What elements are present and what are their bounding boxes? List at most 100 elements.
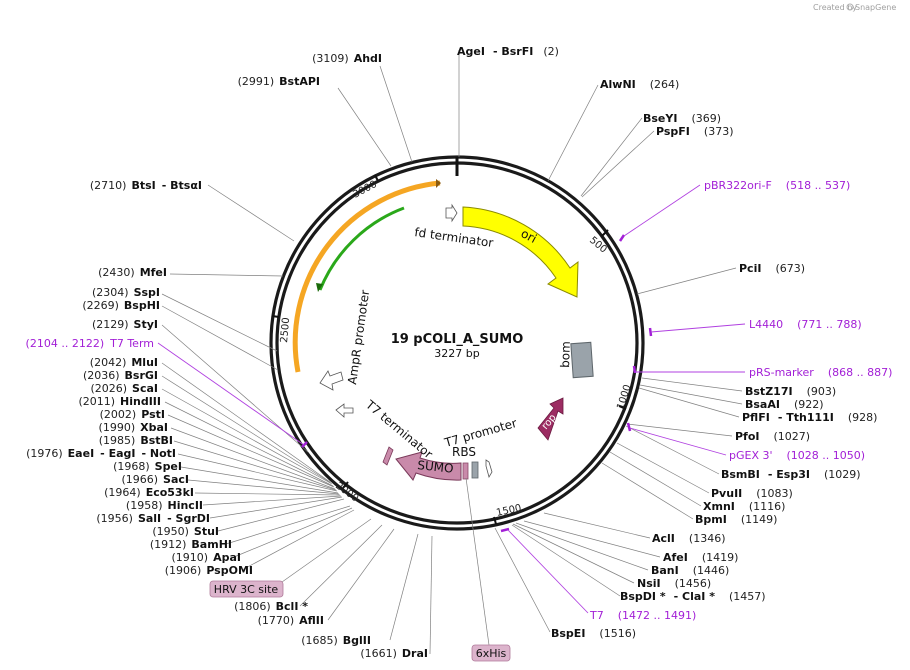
fd-terminator-arrow[interactable] [445,203,458,223]
site-bstz17i[interactable]: BstZ17I(903) [745,385,836,398]
site-xmni[interactable]: XmnI(1116) [703,500,785,513]
leader-bstz17i [641,377,743,392]
t7-promoter-arrow[interactable] [485,459,493,479]
site-bspdi[interactable]: BspDI *- ClaI *(1457) [620,590,766,603]
site-eaei[interactable]: (1976)EaeI- EagI- NotI [26,447,176,460]
site-hincii[interactable]: (1958)HincII [126,499,203,512]
leader-pcii [636,267,737,295]
site-sali[interactable]: (1956)SalI- SgrDI [96,512,210,525]
site-pspfi[interactable]: PspFI(373) [656,125,734,138]
tick-2000 [342,481,349,489]
primer-prsmarker[interactable]: pRS-marker(868 .. 887) [749,366,892,379]
rop-arrow[interactable] [537,397,564,441]
site-bani[interactable]: BanI(1446) [651,564,729,577]
site-apai[interactable]: (1910)ApaI [172,551,241,564]
ori-arrow[interactable] [462,206,579,298]
ampr-orange-arc[interactable] [292,180,441,373]
site-btsi[interactable]: (2710)BtsI- BtsαI [90,179,202,192]
primer-mark-pgex3 [626,422,632,432]
site-styi[interactable]: (2129)StyI [92,318,158,331]
site-pflfi[interactable]: PflFI- Tth111I(928) [742,411,877,424]
site-aflii[interactable]: (1770)AflII [258,614,324,627]
leader-bspei [494,527,551,633]
leader-bsaai [639,384,743,405]
site-eco53ki[interactable]: (1964)Eco53kI [104,486,194,499]
his-tag-badge[interactable] [471,644,511,662]
leader-bsphi [161,305,279,371]
site-sspi[interactable]: (2304)SspI [92,286,160,299]
primer-t7term[interactable]: (2104 .. 2122)T7 Term [26,337,154,350]
rbs-label: RBS [452,445,476,459]
site-bsaai[interactable]: BsaAI(922) [745,398,824,411]
primer-pbr322ori[interactable]: pBR322ori-F(518 .. 537) [704,179,850,192]
bom-box[interactable] [570,341,594,379]
primer-l4440[interactable]: L4440(771 .. 788) [749,318,862,331]
site-bsmbi[interactable]: BsmBI- Esp3I(1029) [721,468,861,481]
leader-bseyi [580,117,643,197]
site-mlui[interactable]: (2042)MluI [90,356,158,369]
site-scai[interactable]: (2026)ScaI [90,382,158,395]
site-bcli[interactable]: (1806)BclI * [234,600,308,613]
ampr-green-arc[interactable] [318,206,405,291]
site-psti[interactable]: (2002)PstI [100,408,165,421]
site-bsphi[interactable]: (2269)BspHI [82,299,160,312]
leader-pfoi [626,423,733,437]
ampr-green-arrowhead [316,283,323,292]
tick-label-1500: 1500 [495,503,522,519]
site-bstbi[interactable]: (1985)BstBI [99,434,173,447]
site-spei[interactable]: (1968)SpeI [113,460,182,473]
his-tag-box[interactable] [462,462,469,480]
site-bseyi[interactable]: BseYI(369) [643,112,721,125]
leader-ahdi [379,65,413,163]
leader-t7 [507,529,589,614]
site-pcii[interactable]: PciI(673) [739,262,805,275]
leader-btsi [207,184,295,242]
site-bpmi[interactable]: BpmI(1149) [695,513,777,526]
site-drai[interactable]: (1661)DraI [360,647,428,660]
site-pvuii[interactable]: PvuII(1083) [711,487,793,500]
leader-xbai [170,427,336,490]
leader-his [465,477,490,646]
tick-500 [601,229,609,237]
site-ahdi[interactable]: (3109)AhdI [312,52,382,65]
hrv-3c-site-badge[interactable] [209,580,284,598]
ampr-promoter-label: AmpR promoter [345,289,372,385]
site-labels-left: (3109)AhdI (2991)BstAPI (2710)BtsI- Btsα… [26,52,428,660]
site-hindiii[interactable]: (2011)HindIII [78,395,161,408]
leader-pgex3 [629,427,727,456]
leader-drai [429,535,433,655]
site-afei[interactable]: AfeI(1419) [663,551,738,564]
primer-pgex3[interactable]: pGEX 3'(1028 .. 1050) [729,449,865,462]
site-bamhi[interactable]: (1912)BamHI [150,538,232,551]
primer-mark-prsmarker [632,365,637,374]
site-nsii[interactable]: NsiI(1456) [637,577,711,590]
rbs-box[interactable] [471,461,479,479]
site-stui[interactable]: (1950)StuI [152,525,219,538]
sumo-arrow[interactable] [395,451,462,481]
site-mfei[interactable]: (2430)MfeI [98,266,167,279]
site-bspei[interactable]: BspEI(1516) [551,627,636,640]
site-acli[interactable]: AclI(1346) [652,532,725,545]
site-bglii[interactable]: (1685)BglII [301,634,371,647]
site-pfoi[interactable]: PfoI(1027) [735,430,810,443]
leader-bglii [389,533,419,641]
site-pspomi[interactable]: (1906)PspOMI [165,564,253,577]
site-agei[interactable]: AgeI- BsrFI(2) [457,45,559,58]
leader-xmni [609,451,702,507]
leader-spei [180,466,339,494]
site-saci[interactable]: (1966)SacI [121,473,189,486]
ampr-promoter-arrow[interactable] [319,370,344,391]
leader-pflfi [638,387,740,418]
site-alwni[interactable]: AlwNI(264) [600,78,679,91]
bom-label: bom [558,341,573,368]
t7-terminator-arrow[interactable] [382,446,394,466]
leader-aflii [327,528,395,621]
t7-terminator-direction-arrow [335,403,354,418]
leader-sali [209,496,343,519]
site-bsrgi[interactable]: (2036)BsrGI [83,369,158,382]
site-bstapi[interactable]: (2991)BstAPI [238,75,320,88]
leader-saci [187,479,340,495]
site-xbai[interactable]: (1990)XbaI [99,421,168,434]
leader-mfei [169,273,284,277]
primer-t7[interactable]: T7(1472 .. 1491) [589,609,696,622]
